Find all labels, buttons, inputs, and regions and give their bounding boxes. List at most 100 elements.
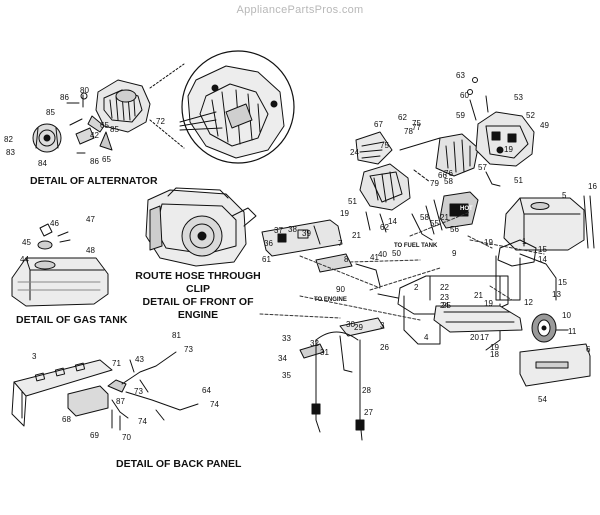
part-number-label: 18 [490, 350, 499, 359]
part-number-label: 86 [90, 157, 99, 166]
part-number-label: 87 [116, 397, 125, 406]
part-number-label: 90 [336, 285, 345, 294]
part-number-label: 24 [440, 301, 449, 310]
part-number-label: 3 [32, 352, 37, 361]
label-hot: HOT [460, 206, 473, 212]
part-number-label: 46 [50, 219, 59, 228]
part-number-label: 81 [172, 331, 181, 340]
part-number-label: 60 [460, 91, 469, 100]
frame-assembly [259, 195, 595, 441]
part-number-label: 35 [282, 371, 291, 380]
part-number-label: 22 [440, 283, 449, 292]
label-to-engine: TO ENGINE [314, 297, 347, 303]
part-number-label: 19 [484, 299, 493, 308]
part-number-label: 14 [388, 217, 397, 226]
part-number-label: 74 [138, 417, 147, 426]
part-number-label: 82 [4, 135, 13, 144]
part-number-label: 17 [480, 333, 489, 342]
part-number-label: 2 [414, 283, 419, 292]
part-number-label: 64 [202, 386, 211, 395]
part-number-label: 33 [282, 334, 291, 343]
part-number-label: 25 [442, 301, 451, 310]
part-number-label: 21 [440, 213, 449, 222]
back-panel-detail [11, 351, 199, 431]
part-number-label: 72 [156, 117, 165, 126]
part-number-label: 11 [568, 327, 577, 336]
caption-front-of-engine: ROUTE HOSE THROUGH CLIP DETAIL OF FRONT … [128, 270, 268, 322]
part-number-label: 50 [392, 249, 401, 258]
part-number-label: 19 [340, 209, 349, 218]
part-number-label: 73 [134, 387, 143, 396]
part-number-label: 53 [514, 93, 523, 102]
part-number-label: 62 [380, 223, 389, 232]
part-number-label: 15 [558, 278, 567, 287]
part-number-label: 24 [350, 148, 359, 157]
part-number-label: 73 [184, 345, 193, 354]
part-number-label: 19 [504, 145, 513, 154]
part-number-label: 86 [60, 93, 69, 102]
part-number-callouts: 1233456789101112131414151516171819191919… [4, 71, 597, 442]
part-number-label: 29 [354, 323, 363, 332]
part-number-label: 9 [452, 249, 457, 258]
caption-front-engine: DETAIL OF FRONT OF ENGINE [142, 296, 254, 321]
part-number-label: 39 [302, 229, 311, 238]
part-number-label: 80 [80, 86, 89, 95]
part-number-label: 21 [474, 291, 483, 300]
part-number-label: 15 [538, 245, 547, 254]
part-number-label: 58 [444, 177, 453, 186]
part-number-label: 76 [444, 169, 453, 178]
caption-gas-tank: DETAIL OF GAS TANK [16, 314, 128, 326]
part-number-label: 41 [370, 253, 379, 262]
part-number-label: 48 [86, 246, 95, 255]
part-number-label: 56 [450, 225, 459, 234]
part-number-label: 20 [470, 333, 479, 342]
part-number-label: 26 [380, 343, 389, 352]
part-number-label: 14 [538, 255, 547, 264]
part-number-label: 38 [288, 225, 297, 234]
part-number-label: 3 [380, 321, 385, 330]
part-number-label: 78 [404, 127, 413, 136]
part-number-label: 85 [110, 125, 119, 134]
part-number-label: 23 [440, 293, 449, 302]
part-number-label: 1 [522, 237, 527, 246]
part-number-label: 43 [135, 355, 144, 364]
part-number-label: 71 [112, 359, 121, 368]
part-number-label: 12 [524, 298, 533, 307]
part-number-label: 7 [338, 239, 343, 248]
part-number-label: 51 [514, 176, 523, 185]
part-number-label: 59 [456, 111, 465, 120]
part-number-label: 79 [430, 179, 439, 188]
part-number-label: 65 [100, 121, 109, 130]
part-number-label: 28 [362, 386, 371, 395]
part-number-label: 27 [364, 408, 373, 417]
part-number-label: 61 [262, 255, 271, 264]
part-number-label: 44 [20, 255, 29, 264]
part-number-label: 68 [62, 415, 71, 424]
part-number-label: 13 [552, 290, 561, 299]
label-to-fuel-tank: TO FUEL TANK [394, 243, 438, 249]
alternator-detail [32, 50, 295, 164]
part-number-label: 10 [562, 311, 571, 320]
part-number-label: 54 [538, 395, 547, 404]
watermark: AppliancePartsPros.com [236, 4, 364, 16]
part-number-label: 32 [310, 339, 319, 348]
part-number-label: 57 [478, 163, 487, 172]
part-number-label: 51 [348, 197, 357, 206]
engine-front-detail [145, 187, 257, 267]
gas-tank-detail [11, 223, 109, 307]
part-number-label: 8 [344, 255, 349, 264]
part-number-label: 69 [90, 431, 99, 440]
part-number-label: 5 [562, 191, 567, 200]
part-number-label: 74 [210, 400, 219, 409]
part-number-label: 85 [46, 108, 55, 117]
part-number-label: 63 [456, 71, 465, 80]
part-number-label: 49 [540, 121, 549, 130]
part-number-label: 6 [586, 345, 591, 354]
part-number-label: 77 [412, 123, 421, 132]
part-number-label: 75 [380, 141, 389, 150]
part-number-label: 30 [346, 320, 355, 329]
part-number-label: 75 [412, 119, 421, 128]
part-number-label: 19 [490, 343, 499, 352]
